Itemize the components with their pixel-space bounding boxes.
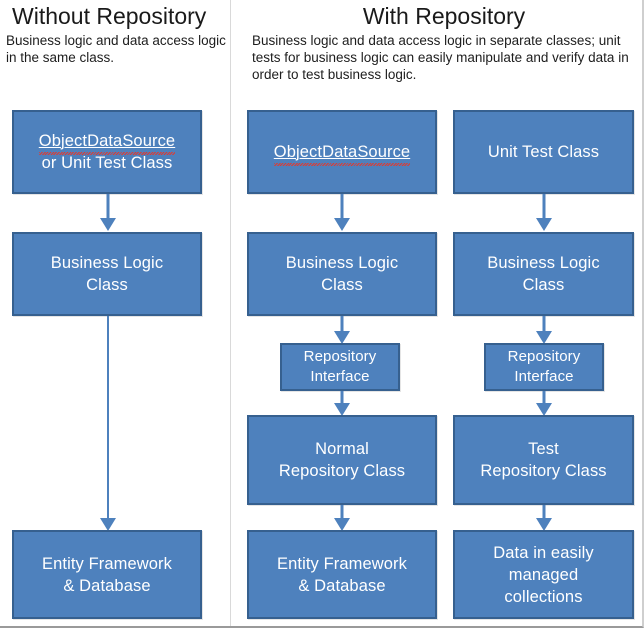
arrow-repository-interface-to-normal-repository <box>330 391 354 417</box>
node-repository-interface-3[interactable]: Repository Interface <box>484 343 604 391</box>
arrow-objectdatasource-to-business-logic-2 <box>330 194 354 232</box>
arrow-business-logic-to-repository-interface-3 <box>532 316 556 345</box>
node-business-logic-class-3[interactable]: Business Logic Class <box>453 232 634 316</box>
arrow-unit-test-to-business-logic <box>532 194 556 232</box>
spellcheck-word: ObjectDataSource <box>38 132 176 155</box>
with-repository-title: With Repository <box>362 3 526 29</box>
node-label: ObjectDataSource <box>268 141 416 166</box>
node-entity-framework-database-2[interactable]: Entity Framework & Database <box>247 530 437 619</box>
node-business-logic-class-2[interactable]: Business Logic Class <box>247 232 437 316</box>
arrow-business-logic-to-entity-framework <box>96 316 120 532</box>
spellcheck-word: ObjectDataSource <box>273 143 411 166</box>
node-label: Entity Framework & Database <box>277 554 407 595</box>
node-label: Data in easily managed collections <box>493 543 594 606</box>
node-label: Repository Interface <box>507 348 581 385</box>
without-repository-description: Business logic and data access logic in … <box>6 33 226 65</box>
node-data-in-easily-managed-collections[interactable]: Data in easily managed collections <box>453 530 634 619</box>
node-business-logic-class-1[interactable]: Business Logic Class <box>12 232 202 316</box>
node-unit-test-class[interactable]: Unit Test Class <box>453 110 634 194</box>
arrow-business-logic-to-repository-interface-2 <box>330 316 354 345</box>
node-label: Business Logic Class <box>285 254 399 294</box>
node-label: Business Logic Class <box>487 254 600 294</box>
arrow-test-repository-to-data-collections <box>532 505 556 532</box>
node-objectdatasource[interactable]: ObjectDataSource <box>247 110 437 194</box>
without-repository-title: Without Repository <box>12 3 207 29</box>
arrow-repository-interface-to-test-repository <box>532 391 556 417</box>
node-label: Business Logic Class <box>50 254 164 294</box>
column-divider <box>230 0 231 626</box>
node-entity-framework-database-1[interactable]: Entity Framework & Database <box>12 530 202 619</box>
with-repository-description: Business logic and data access logic in … <box>252 33 629 82</box>
arrow-normal-repository-to-entity-framework <box>330 505 354 532</box>
without-repository-header: Without Repository Business logic and da… <box>4 2 240 66</box>
node-repository-interface-2[interactable]: Repository Interface <box>280 343 400 391</box>
node-normal-repository-class[interactable]: Normal Repository Class <box>247 415 437 505</box>
node-label: Entity Framework & Database <box>42 554 172 595</box>
node-label: Repository Interface <box>303 348 377 385</box>
with-repository-header: With Repository Business logic and data … <box>248 2 640 83</box>
node-test-repository-class[interactable]: Test Repository Class <box>453 415 634 505</box>
arrow-objectdatasource-to-business-logic <box>96 194 120 232</box>
node-label: Test Repository Class <box>480 440 607 480</box>
node-label: Normal Repository Class <box>278 440 406 480</box>
node-label: Unit Test Class <box>487 143 600 161</box>
